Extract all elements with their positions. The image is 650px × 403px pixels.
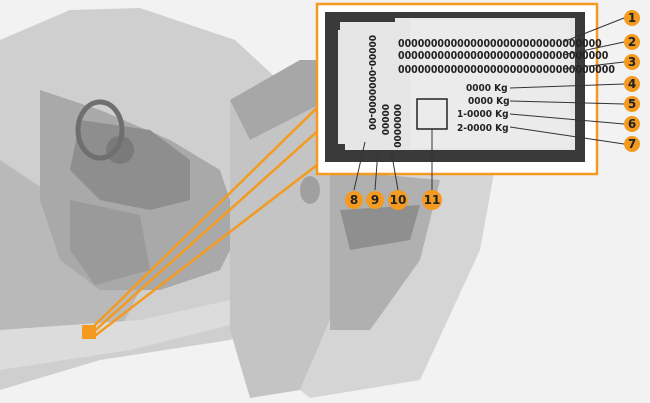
callout-11: 11 bbox=[422, 190, 442, 210]
callout-markers: 1 2 3 4 5 6 7 8 9 10 11 bbox=[345, 10, 640, 210]
callout-2: 2 bbox=[624, 34, 640, 50]
callout-7: 7 bbox=[624, 136, 640, 152]
plate-line-1: 0000000000000000000000000000000 bbox=[398, 38, 602, 50]
callout-10: 10 bbox=[388, 190, 408, 210]
callout-8: 8 bbox=[345, 191, 363, 209]
plate-weight-1: 0000 Kg bbox=[466, 83, 508, 94]
plate-weight-2: 0000 Kg bbox=[468, 96, 510, 107]
svg-text:1: 1 bbox=[628, 11, 636, 25]
callout-leaders bbox=[353, 17, 625, 191]
leader-lines bbox=[89, 94, 331, 339]
svg-text:2: 2 bbox=[628, 35, 636, 49]
svg-text:7: 7 bbox=[628, 137, 636, 151]
callout-1: 1 bbox=[624, 10, 640, 26]
plate-vertical-code-3: 0000000 bbox=[391, 104, 402, 148]
plate-weight-3: 1-0000 Kg bbox=[457, 109, 509, 120]
svg-text:8: 8 bbox=[350, 193, 358, 207]
plate-vertical-code-2: 00000 bbox=[379, 104, 390, 135]
plate-weight-4: 2-0000 Kg bbox=[457, 123, 509, 134]
plate-line-2: 00000000000000000000000000000000 bbox=[398, 50, 609, 62]
callout-5: 5 bbox=[624, 96, 640, 112]
svg-text:11: 11 bbox=[424, 193, 441, 207]
callout-9: 9 bbox=[366, 191, 384, 209]
svg-text:10: 10 bbox=[390, 193, 407, 207]
callout-3: 3 bbox=[624, 54, 640, 70]
plate-vertical-code-1: 00000-0000000-00 bbox=[366, 35, 377, 130]
plate-line-3: 000000000000000000000000000000000 bbox=[398, 64, 615, 76]
svg-text:3: 3 bbox=[628, 55, 636, 69]
callout-6: 6 bbox=[624, 116, 640, 132]
id-plate-zoom: 0000000000000000000000000000000 00000000… bbox=[315, 2, 615, 176]
svg-text:5: 5 bbox=[628, 97, 636, 111]
svg-text:4: 4 bbox=[628, 77, 636, 91]
svg-text:6: 6 bbox=[628, 117, 636, 131]
callout-4: 4 bbox=[624, 76, 640, 92]
svg-text:9: 9 bbox=[371, 193, 379, 207]
